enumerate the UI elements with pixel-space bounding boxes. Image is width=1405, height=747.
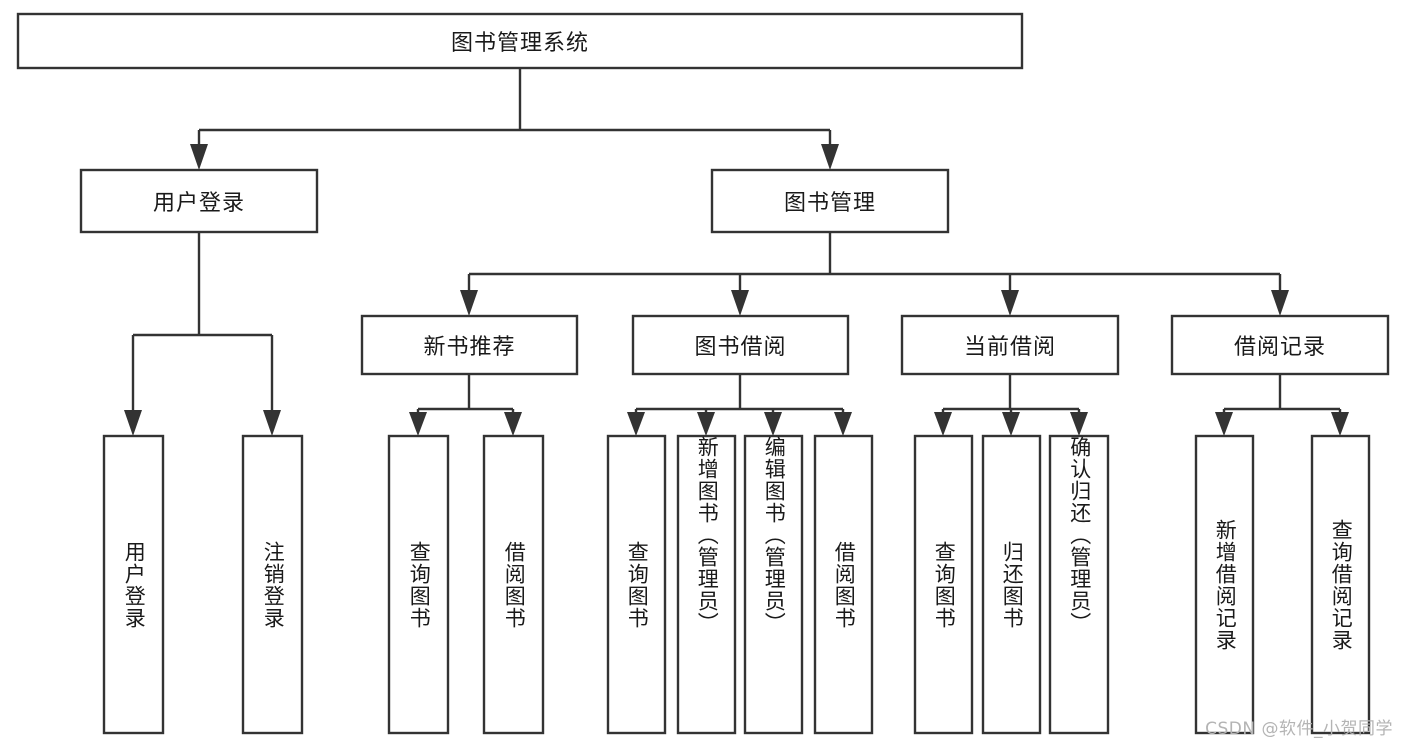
arrow-head-icon [504, 412, 522, 436]
node-leaf-add-book-box[interactable] [676, 434, 737, 735]
arrow-head-icon [1215, 412, 1233, 436]
arrow-head-icon [124, 410, 142, 436]
node-current-borrow-box[interactable] [900, 314, 1120, 376]
node-leaf-confirm-return-box[interactable] [1048, 434, 1110, 735]
arrow-head-icon [821, 144, 839, 170]
node-box-layer [16, 12, 1390, 735]
node-book-manage-box[interactable] [710, 168, 950, 234]
arrow-head-icon [1002, 412, 1020, 436]
node-user-login-box[interactable] [79, 168, 319, 234]
connector-layer [124, 68, 1349, 436]
node-leaf-query-book-borrow-box[interactable] [606, 434, 667, 735]
arrow-head-icon [731, 290, 749, 316]
arrow-head-icon [697, 412, 715, 436]
node-borrow-record-box[interactable] [1170, 314, 1390, 376]
node-leaf-logout-box[interactable] [241, 434, 304, 735]
node-root-box[interactable] [16, 12, 1024, 70]
node-leaf-query-record-box[interactable] [1310, 434, 1371, 735]
node-leaf-user-login-box[interactable] [102, 434, 165, 735]
node-leaf-borrow-book-box[interactable] [813, 434, 874, 735]
arrow-head-icon [190, 144, 208, 170]
arrow-head-icon [834, 412, 852, 436]
node-leaf-query-book-cur-box[interactable] [913, 434, 974, 735]
arrow-head-icon [1001, 290, 1019, 316]
arrow-head-icon [263, 410, 281, 436]
node-leaf-query-book-rec-box[interactable] [387, 434, 450, 735]
arrow-head-icon [627, 412, 645, 436]
arrow-head-icon [460, 290, 478, 316]
arrow-head-icon [1271, 290, 1289, 316]
arrow-head-icon [409, 412, 427, 436]
arrow-head-icon [1070, 412, 1088, 436]
arrow-head-icon [764, 412, 782, 436]
node-new-book-rec-box[interactable] [360, 314, 579, 376]
node-leaf-edit-book-box[interactable] [743, 434, 804, 735]
arrow-head-icon [1331, 412, 1349, 436]
node-leaf-add-record-box[interactable] [1194, 434, 1255, 735]
arrow-head-icon [934, 412, 952, 436]
node-leaf-return-book-box[interactable] [981, 434, 1042, 735]
watermark-text: CSDN @软件_小贺同学 [1205, 719, 1393, 739]
node-book-borrow-box[interactable] [631, 314, 850, 376]
node-leaf-borrow-book-rec-box[interactable] [482, 434, 545, 735]
